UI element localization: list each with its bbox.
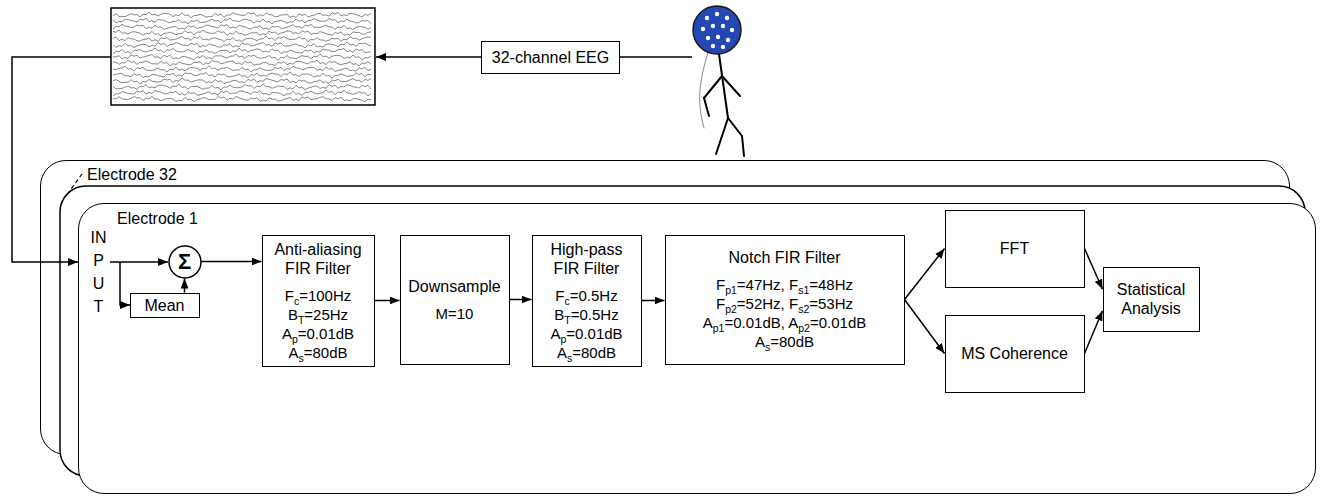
subscript: p2 <box>798 322 810 334</box>
eeg-trace <box>113 96 371 101</box>
node-title: Σ <box>178 250 191 274</box>
filter-box: Anti-aliasing FIR FilterFc=100HzBT=25HzA… <box>262 235 375 367</box>
eeg-trace <box>113 72 371 78</box>
subscript: s <box>567 352 572 364</box>
eeg-trace <box>113 18 371 24</box>
subscript: T <box>298 314 304 326</box>
parameter-text: BT=25Hz <box>288 305 348 324</box>
node-title: Statistical Analysis <box>1108 280 1195 318</box>
eeg-trace <box>113 36 371 41</box>
flow-arrow <box>202 261 262 263</box>
filter-box: Notch FIR FilterFp1=47Hz, Fs1=48HzFp2=52… <box>665 235 905 365</box>
electrode-panel: Electrode 1 Σ Mean Anti-aliasing FIR Filter… <box>78 203 1316 494</box>
node-title: MS Coherence <box>961 344 1068 363</box>
subscript: p1 <box>725 284 737 296</box>
node-title: High-pass FIR Filter <box>537 240 637 278</box>
signal-line <box>620 56 692 58</box>
eeg-trace <box>113 30 371 36</box>
eeg-trace <box>113 54 371 60</box>
subscript: c <box>294 295 299 307</box>
flow-arrow <box>642 300 665 302</box>
flow-arrow <box>905 249 945 300</box>
person-figure <box>693 6 744 156</box>
input-label: INPUT <box>91 226 107 318</box>
node-title: FFT <box>1000 239 1029 258</box>
subscript: s1 <box>798 284 809 296</box>
subscript: s <box>298 352 303 364</box>
flow-arrow <box>184 279 186 293</box>
process-box: Mean <box>130 293 200 318</box>
parameter-text: As=80dB <box>288 343 347 362</box>
input-wire <box>110 261 168 263</box>
node-title: Electrode 32 <box>87 165 1289 184</box>
subscript: p <box>560 333 566 345</box>
node-title: Notch FIR Filter <box>728 248 840 267</box>
flow-arrow <box>375 300 400 302</box>
eeg-trace <box>113 78 371 84</box>
input-wire <box>12 57 111 262</box>
parameter-text: As=80dB <box>755 332 814 351</box>
parameter-text: Ap=0.01dB <box>550 324 622 343</box>
node-title: 32-channel EEG <box>492 48 609 67</box>
source-box: 32-channel EEG <box>481 41 620 74</box>
signal-line <box>376 56 481 58</box>
subscript: p1 <box>713 322 725 334</box>
eeg-trace <box>113 24 371 29</box>
eeg-trace <box>113 42 371 48</box>
node-title: Mean <box>144 296 184 315</box>
eeg-trace-image <box>111 8 375 105</box>
eeg-trace <box>113 60 371 66</box>
summing-junction: Σ <box>168 245 202 279</box>
node-title: Electrode 1 <box>117 209 1315 228</box>
flow-arrow <box>905 300 945 354</box>
parameter-text: Ap=0.01dB <box>282 324 354 343</box>
process-box: DownsampleM=10 <box>400 235 510 365</box>
flow-arrow <box>510 299 532 301</box>
parameter-text: Ap1=0.01dB, Ap2=0.01dB <box>703 313 867 332</box>
parameter-text: BT=0.5Hz <box>554 305 618 324</box>
process-box: MS Coherence <box>945 315 1085 393</box>
eeg-trace <box>113 12 371 18</box>
node-title: Anti-aliasing FIR Filter <box>267 240 370 278</box>
flow-arrow <box>1085 249 1103 290</box>
eeg-trace <box>113 90 371 96</box>
subscript: s2 <box>798 303 809 315</box>
parameter-text: Fc=0.5Hz <box>555 286 617 305</box>
process-box: FFT <box>945 210 1085 288</box>
subscript: p <box>292 333 298 345</box>
node-title: Downsample <box>408 277 500 296</box>
eeg-trace <box>113 66 371 72</box>
process-box: Statistical Analysis <box>1103 267 1200 332</box>
subscript: p2 <box>725 303 737 315</box>
parameter-text: Fc=100Hz <box>285 286 352 305</box>
parameter-text: M=10 <box>436 304 474 323</box>
subscript: s <box>765 341 770 353</box>
subscript: c <box>564 295 569 307</box>
eeg-trace <box>113 84 371 90</box>
filter-box: High-pass FIR FilterFc=0.5HzBT=0.5HzAp=0… <box>532 235 642 367</box>
input-wire <box>120 262 130 305</box>
eeg-trace <box>113 48 371 54</box>
parameter-text: As=80dB <box>557 343 616 362</box>
parameter-text: Fp2=52Hz, Fs2=53Hz <box>716 294 853 313</box>
flow-arrow <box>1085 311 1103 354</box>
subscript: T <box>564 314 570 326</box>
parameter-text: Fp1=47Hz, Fs1=48Hz <box>716 275 853 294</box>
